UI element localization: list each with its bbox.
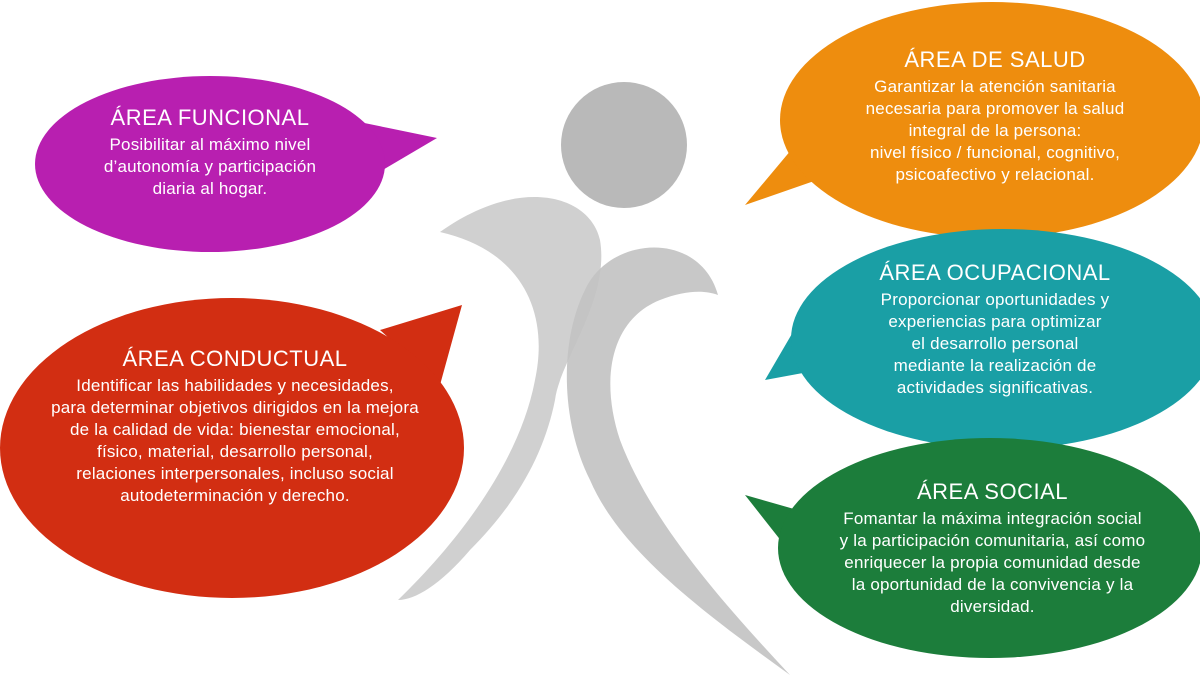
text-ocupacional: ÁREA OCUPACIONAL Proporcionar oportunida… <box>815 259 1175 399</box>
ocupacional-line: mediante la realización de <box>893 356 1097 375</box>
salud-line: Garantizar la atención sanitaria <box>874 77 1116 96</box>
funcional-title: ÁREA FUNCIONAL <box>110 105 310 130</box>
funcional-line: d’autonomía y participación <box>103 157 317 176</box>
funcional-line: Posibilitar al máximo nivel <box>109 135 311 154</box>
social-line: y la participación comunitaria, así como <box>839 531 1146 550</box>
salud-line: integral de la persona: <box>908 121 1082 140</box>
social-line: la oportunidad de la convivencia y la <box>851 575 1134 594</box>
ocupacional-line: Proporcionar oportunidades y <box>880 290 1110 309</box>
conductual-line: Identificar las habilidades y necesidade… <box>76 376 394 395</box>
bubble-funcional <box>35 76 437 252</box>
social-line: enriquecer la propia comunidad desde <box>844 553 1141 572</box>
salud-title: ÁREA DE SALUD <box>904 47 1086 72</box>
conductual-line: relaciones interpersonales, incluso soci… <box>76 464 394 483</box>
ocupacional-line: el desarrollo personal <box>911 334 1079 353</box>
bubble-conductual <box>0 298 464 598</box>
text-salud: ÁREA DE SALUD Garantizar la atención san… <box>820 46 1170 186</box>
bubble-ocupacional <box>765 229 1200 449</box>
ocupacional-line: experiencias para optimizar <box>888 312 1102 331</box>
bubble-salud-shape <box>780 2 1200 238</box>
person-head <box>561 82 687 208</box>
bubble-conductual-tail <box>380 305 462 385</box>
ocupacional-title: ÁREA OCUPACIONAL <box>879 260 1111 285</box>
person-body-right <box>566 247 790 675</box>
salud-line: psicoafectivo y relacional. <box>895 165 1095 184</box>
salud-line: nivel físico / funcional, cognitivo, <box>869 143 1121 162</box>
salud-line: necesaria para promover la salud <box>865 99 1125 118</box>
text-funcional: ÁREA FUNCIONAL Posibilitar al máximo niv… <box>45 104 375 200</box>
funcional-line: diaria al hogar. <box>152 179 268 198</box>
person-arm-left <box>398 197 602 600</box>
social-line: Fomantar la máxima integración social <box>843 509 1142 528</box>
conductual-title: ÁREA CONDUCTUAL <box>122 346 348 371</box>
text-conductual: ÁREA CONDUCTUAL Identificar las habilida… <box>10 345 460 507</box>
bubble-ocupacional-shape <box>791 229 1200 449</box>
bubble-salud <box>745 2 1200 238</box>
ocupacional-line: actividades significativas. <box>896 378 1094 397</box>
conductual-line: físico, material, desarrollo personal, <box>97 442 373 461</box>
bubble-conductual-shape <box>0 298 464 598</box>
conductual-line: autodeterminación y derecho. <box>120 486 350 505</box>
social-line: diversidad. <box>950 597 1035 616</box>
text-social: ÁREA SOCIAL Fomantar la máxima integraci… <box>795 478 1190 618</box>
conductual-line: para determinar objetivos dirigidos en l… <box>51 398 419 417</box>
bubble-social-shape <box>778 438 1200 658</box>
bubble-funcional-shape <box>35 76 385 252</box>
social-title: ÁREA SOCIAL <box>916 479 1068 504</box>
bubble-social <box>745 438 1200 658</box>
conductual-line: de la calidad de vida: bienestar emocion… <box>70 420 400 439</box>
